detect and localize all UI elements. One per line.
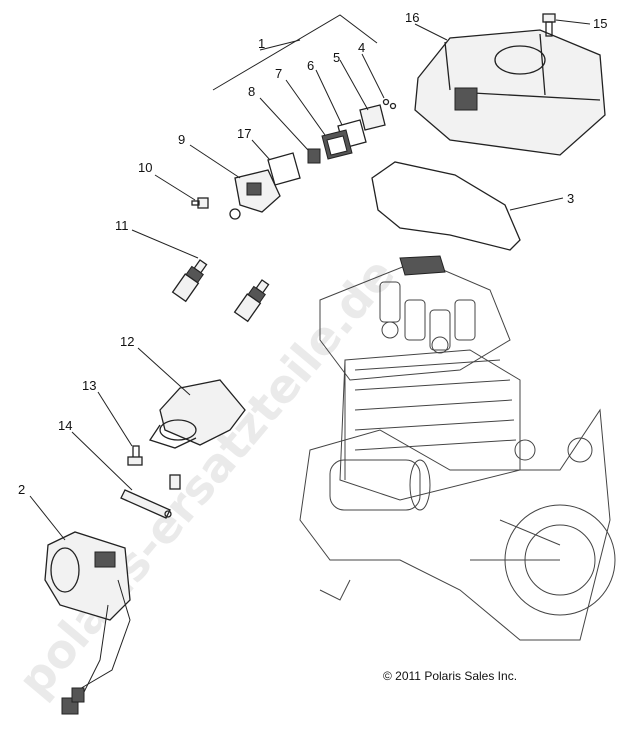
callout-5: 5	[333, 50, 340, 65]
engine-assembly	[299, 255, 616, 641]
part-10-screw	[191, 197, 209, 209]
part-3-gasket	[371, 161, 521, 251]
copyright-text: © 2011 Polaris Sales Inc.	[383, 669, 517, 683]
callout-2: 2	[18, 482, 25, 497]
part-16-valve-cover	[414, 29, 606, 156]
part-9-sensor	[229, 169, 281, 220]
part-5-plate	[359, 104, 386, 131]
callout-7: 7	[275, 66, 282, 81]
callout-14: 14	[58, 418, 72, 433]
callout-10: 10	[138, 160, 152, 175]
part-2-starter	[44, 531, 131, 715]
part-8-block	[307, 148, 321, 164]
part-15-bolt	[542, 13, 556, 37]
part-7-seal	[321, 129, 353, 160]
callout-8: 8	[248, 84, 255, 99]
callout-17: 17	[237, 126, 251, 141]
part-14-rod	[120, 474, 181, 519]
callout-9: 9	[178, 132, 185, 147]
part-13-bolt	[127, 445, 143, 466]
callout-15: 15	[593, 16, 607, 31]
part-12-intake-boot	[148, 379, 246, 449]
part-4-clip	[382, 98, 397, 110]
callout-labels: 1 2 3 4 5 6 7 8 9 10 11 12 13 14 15 16 1…	[18, 10, 607, 497]
callout-6: 6	[307, 58, 314, 73]
callout-12: 12	[120, 334, 134, 349]
callout-4: 4	[358, 40, 365, 55]
part-17-gasket	[267, 152, 301, 186]
callout-3: 3	[567, 191, 574, 206]
callout-13: 13	[82, 378, 96, 393]
callout-16: 16	[405, 10, 419, 25]
part-11-spark-plugs	[171, 259, 270, 323]
callout-11: 11	[115, 218, 129, 233]
callout-1: 1	[258, 36, 265, 51]
leader-lines	[29, 14, 591, 541]
